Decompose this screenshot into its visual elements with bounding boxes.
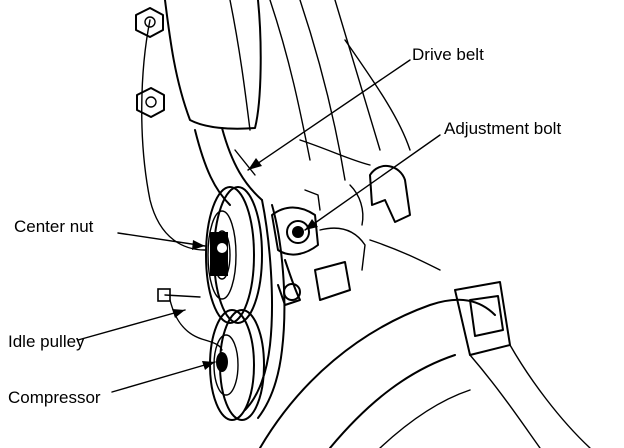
drive-belt bbox=[194, 127, 286, 419]
adjustment-bolt-label: Adjustment bolt bbox=[444, 119, 562, 138]
engine-casting bbox=[141, 0, 411, 251]
idle-pulley-label: Idle pulley bbox=[8, 332, 85, 351]
compressor-label: Compressor bbox=[8, 388, 101, 407]
adjustment-bolt-leader bbox=[304, 134, 441, 231]
hose bbox=[259, 281, 591, 448]
center-nut-label: Center nut bbox=[14, 217, 94, 236]
center-nut-leader bbox=[117, 232, 206, 247]
compressor-pulley bbox=[209, 309, 265, 421]
right-hardware bbox=[299, 139, 441, 301]
compressor-leader bbox=[111, 361, 216, 393]
mounting-bolts bbox=[135, 7, 165, 118]
adjustment-bracket bbox=[271, 189, 366, 306]
idle-pulley bbox=[205, 186, 263, 324]
leader-lines bbox=[77, 59, 441, 393]
idle-pulley-leader bbox=[77, 309, 186, 341]
drive-belt-leader bbox=[247, 59, 411, 171]
drive-belt-label: Drive belt bbox=[412, 45, 484, 64]
